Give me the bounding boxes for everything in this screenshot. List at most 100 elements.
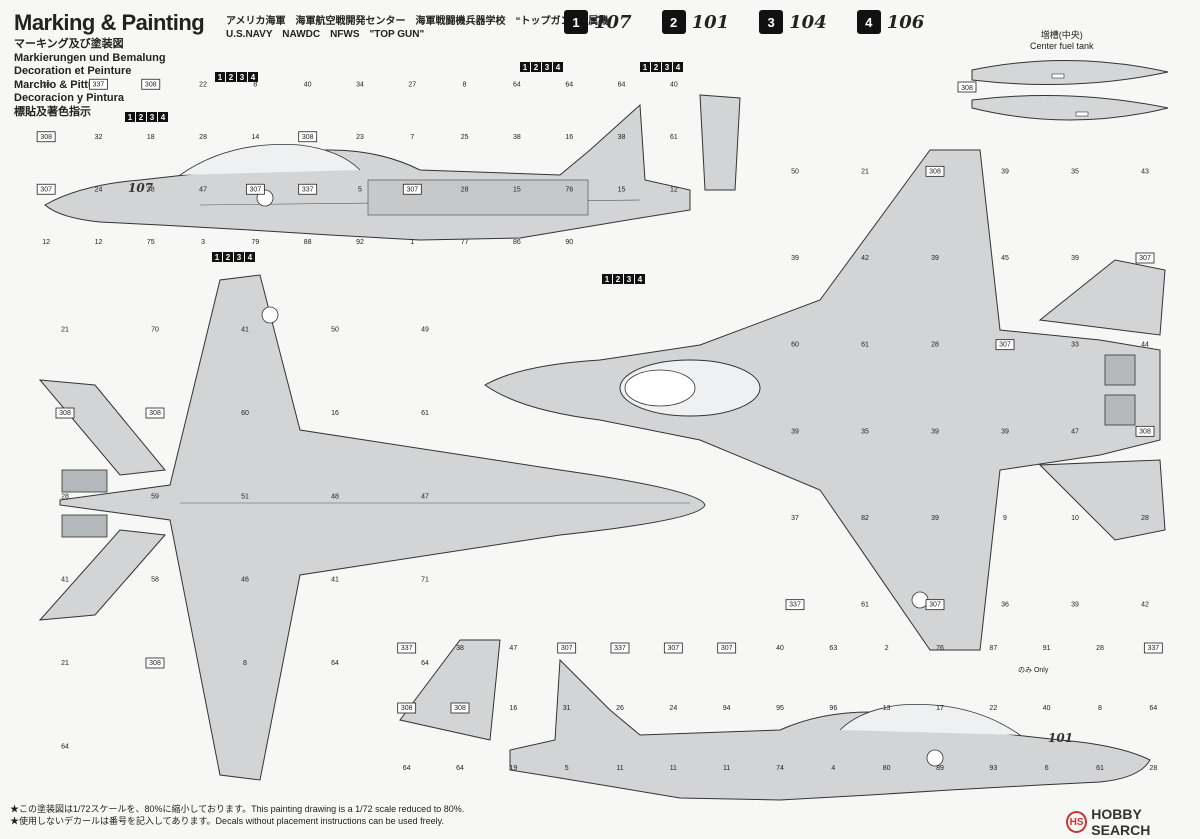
svg-text:47: 47 — [421, 493, 429, 500]
hobby-search-logo-icon: HS — [1066, 811, 1088, 833]
svg-text:64: 64 — [403, 765, 411, 772]
side-bottom-callout: 61 — [1096, 765, 1104, 772]
svg-text:43: 43 — [1141, 168, 1149, 175]
side-bottom-callout: 307 — [557, 642, 577, 654]
underside-callout: 46 — [241, 577, 249, 584]
svg-text:39: 39 — [1071, 602, 1079, 609]
side-top-callout: 90 — [565, 239, 573, 246]
svg-text:39: 39 — [1001, 168, 1009, 175]
svg-text:60: 60 — [791, 342, 799, 349]
side-top-callout: 28 — [42, 81, 50, 88]
top-view-callout: 308 — [925, 165, 945, 177]
side-bottom-callout: 307 — [663, 642, 683, 654]
svg-text:307: 307 — [40, 186, 52, 193]
variant-code: 101 — [691, 11, 730, 33]
svg-text:337: 337 — [614, 645, 626, 652]
svg-text:4: 4 — [556, 63, 561, 72]
side-top-callout: 27 — [408, 81, 416, 88]
underside-callout: 47 — [421, 493, 429, 500]
side-bottom-callout: 11 — [616, 765, 623, 772]
svg-text:64: 64 — [513, 81, 521, 88]
svg-text:41: 41 — [241, 327, 249, 334]
side-bottom-callout: 26 — [616, 705, 624, 712]
svg-text:4: 4 — [161, 113, 166, 122]
side-top-callout: 64 — [565, 81, 573, 88]
svg-text:28: 28 — [199, 134, 207, 141]
side-bottom-callout: 2 — [885, 645, 889, 652]
side-bottom-callout: 13 — [883, 705, 891, 712]
side-top-callout: 18 — [147, 134, 155, 141]
svg-text:64: 64 — [456, 765, 464, 772]
top-view-callout: 39 — [1071, 602, 1079, 609]
side-bottom-callout: 38 — [456, 645, 464, 652]
svg-text:91: 91 — [1043, 645, 1051, 652]
tank-en: Center fuel tank — [1030, 41, 1094, 51]
svg-text:39: 39 — [1071, 255, 1079, 262]
svg-text:31: 31 — [563, 705, 571, 712]
svg-text:4: 4 — [248, 253, 253, 262]
side-top-callout: 5 — [358, 186, 362, 193]
svg-text:88: 88 — [304, 239, 312, 246]
top-view-callout: 39 — [1001, 428, 1009, 435]
svg-text:40: 40 — [1043, 705, 1051, 712]
svg-text:40: 40 — [776, 645, 784, 652]
svg-text:28: 28 — [42, 81, 50, 88]
svg-text:60: 60 — [241, 410, 249, 417]
side-top-callout: 337 — [89, 78, 108, 90]
svg-text:11: 11 — [670, 765, 677, 772]
top-view-callout: 39 — [1001, 168, 1009, 175]
side-bottom-callout: 91 — [1043, 645, 1051, 652]
side-bottom-callout: 4 — [831, 765, 835, 772]
side-bottom-callout: 80 — [883, 765, 891, 772]
svg-text:77: 77 — [461, 239, 469, 246]
svg-text:80: 80 — [883, 765, 891, 772]
subtitle-list: マーキング及び塗装図 Markierungen und Bemalung Dec… — [14, 38, 166, 119]
side-top-callout: 34 — [356, 81, 364, 88]
svg-text:47: 47 — [509, 645, 517, 652]
svg-text:3: 3 — [545, 63, 550, 72]
variant-code: 106 — [886, 11, 925, 33]
svg-text:82: 82 — [861, 515, 869, 522]
side-top-callout: 40 — [304, 81, 312, 88]
side-top-callout: 47 — [199, 186, 207, 193]
side-top-callout: 38 — [618, 134, 626, 141]
top-view-callout: 10 — [1071, 515, 1079, 522]
side-view-top: 107 — [44, 94, 741, 241]
top-view-callout: 337 — [785, 599, 805, 611]
svg-text:61: 61 — [861, 602, 869, 609]
svg-text:23: 23 — [356, 134, 364, 141]
tank-callout: 308 — [957, 81, 977, 93]
subtitle-it: Marchio & Pittura — [14, 78, 106, 91]
svg-text:8: 8 — [253, 81, 257, 88]
svg-text:35: 35 — [1071, 168, 1079, 175]
svg-text:93: 93 — [989, 765, 997, 772]
svg-text:1: 1 — [605, 275, 610, 284]
svg-text:28: 28 — [931, 342, 939, 349]
side-bottom-callout: 337 — [610, 642, 630, 654]
svg-text:21: 21 — [861, 168, 869, 175]
svg-text:64: 64 — [1149, 705, 1157, 712]
side-bottom-callout: 17 — [936, 705, 944, 712]
side-top-callout: 86 — [513, 239, 521, 246]
svg-text:21: 21 — [61, 660, 69, 667]
svg-text:308: 308 — [929, 168, 941, 175]
svg-text:2: 2 — [885, 645, 889, 652]
svg-text:2: 2 — [229, 73, 234, 82]
top-view-callout: 37 — [791, 515, 799, 522]
side-bottom-callout: 40 — [776, 645, 784, 652]
underside-callout: 16 — [331, 410, 339, 417]
side-top-callout: 308 — [298, 131, 318, 143]
svg-text:12: 12 — [95, 239, 103, 246]
svg-text:11: 11 — [616, 765, 623, 772]
variant-3: 3 104 — [759, 10, 827, 34]
underside-callout: 41 — [241, 327, 249, 334]
svg-text:50: 50 — [331, 327, 339, 334]
underside-callout: 60 — [241, 410, 249, 417]
side-bottom-callout: 11 — [723, 765, 730, 772]
svg-text:38: 38 — [618, 134, 626, 141]
side-top-callout: 25 — [461, 134, 469, 141]
svg-text:87: 87 — [989, 645, 997, 652]
underside-callout: 41 — [61, 577, 69, 584]
top-view — [484, 149, 1166, 651]
